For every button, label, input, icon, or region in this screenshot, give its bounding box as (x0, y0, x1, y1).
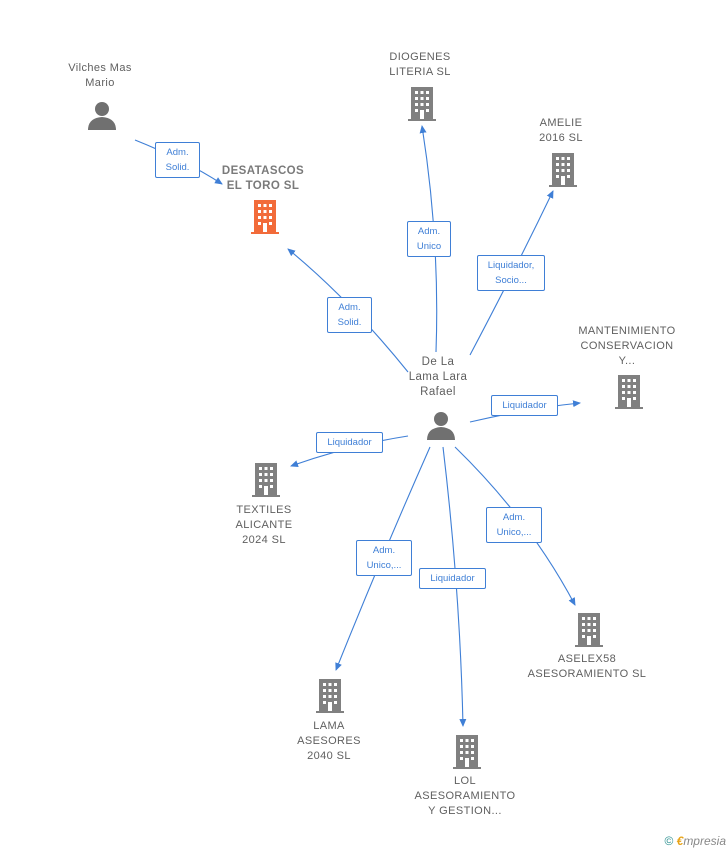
node-label-aselex[interactable]: ASELEX58 ASESORAMIENTO SL (517, 652, 657, 682)
edge-label-delalama-aselex[interactable]: Adm. Unico,... (486, 507, 542, 543)
edge-label-line: Liquidador, (487, 260, 535, 271)
building-icon[interactable] (451, 734, 483, 770)
node-label-line: 2016 SL (539, 132, 583, 144)
node-label-line: LITERIA SL (389, 66, 451, 78)
edge-label-line: Adm. (166, 147, 189, 158)
node-label-line: Rafael (420, 386, 456, 398)
node-label-lama[interactable]: LAMA ASESORES 2040 SL (284, 719, 374, 764)
node-label-line: ASESORAMIENTO (414, 790, 516, 802)
node-label-diogenes[interactable]: DIOGENES LITERIA SL (370, 50, 470, 80)
node-label-line: CONSERVACION (580, 340, 674, 352)
brand-name: mpresia (683, 834, 726, 848)
node-label-line: MANTENIMIENTO (578, 325, 676, 337)
node-label-line: LAMA (313, 720, 345, 732)
node-label-line: De La (421, 356, 455, 368)
edge-label-line: Liquidador (327, 437, 372, 448)
edge-label-line: Solid. (165, 162, 190, 173)
edge-label-delalama-diogenes[interactable]: Adm. Unico (407, 221, 451, 257)
edge-label-delalama-lama[interactable]: Adm. Unico,... (356, 540, 412, 576)
node-label-line: AMELIE (539, 117, 583, 129)
node-label-line: EL TORO SL (226, 180, 300, 192)
edge-label-delalama-desatascos[interactable]: Adm. Solid. (327, 297, 372, 333)
edge-label-line: Liquidador (430, 573, 475, 584)
node-label-line: DIOGENES (389, 51, 451, 63)
node-label-line: ASELEX58 (557, 653, 617, 665)
edge-label-line: Adm. (338, 302, 361, 313)
edge-label-line: Liquidador (502, 400, 547, 411)
edge-label-line: Unico,... (496, 527, 532, 538)
building-icon[interactable] (250, 462, 282, 498)
edge-label-line: Adm. (502, 512, 526, 523)
building-icon-highlight[interactable] (249, 199, 281, 235)
edge-label-line: Adm. (417, 226, 441, 237)
empresia-watermark: © €mpresia (664, 834, 726, 848)
node-label-line: 2040 SL (307, 750, 351, 762)
person-icon[interactable] (427, 412, 455, 440)
node-label-line: 2024 SL (242, 534, 286, 546)
copyright-symbol: © (664, 834, 674, 848)
node-label-textiles[interactable]: TEXTILES ALICANTE 2024 SL (219, 503, 309, 548)
edge-label-delalama-amelie[interactable]: Liquidador, Socio... (477, 255, 545, 291)
node-label-line: ALICANTE (235, 519, 293, 531)
building-icon[interactable] (573, 612, 605, 648)
node-label-line: Mario (85, 77, 115, 89)
node-label-desatascos[interactable]: DESATASCOS EL TORO SL (203, 164, 323, 194)
node-label-line: Vilches Mas (68, 62, 132, 74)
node-label-line: ASESORES (297, 735, 361, 747)
node-label-line: Y... (618, 355, 636, 367)
node-label-line: TEXTILES (236, 504, 292, 516)
node-label-line: LOL (454, 775, 476, 787)
person-icon[interactable] (88, 102, 116, 130)
node-label-line: Lama Lara (408, 371, 468, 383)
building-icon[interactable] (314, 678, 346, 714)
building-icon[interactable] (406, 86, 438, 122)
building-icon[interactable] (547, 152, 579, 188)
edge-label-line: Unico,... (366, 560, 402, 571)
node-label-delalama[interactable]: De La Lama Lara Rafael (393, 355, 483, 400)
building-icon[interactable] (613, 374, 645, 410)
edge-label-line: Socio... (495, 275, 527, 286)
node-label-mantenimiento[interactable]: MANTENIMIENTO CONSERVACION Y... (567, 324, 687, 369)
node-label-lol[interactable]: LOL ASESORAMIENTO Y GESTION... (405, 774, 525, 819)
edge-label-delalama-lol[interactable]: Liquidador (419, 568, 486, 589)
edge-label-line: Unico (416, 241, 442, 252)
node-label-vilches[interactable]: Vilches Mas Mario (50, 61, 150, 91)
edge-label-delalama-mantenimiento[interactable]: Liquidador (491, 395, 558, 416)
edge-label-delalama-textiles[interactable]: Liquidador (316, 432, 383, 453)
node-label-line: ASESORAMIENTO SL (527, 668, 647, 680)
node-label-amelie[interactable]: AMELIE 2016 SL (521, 116, 601, 146)
brand-initial: € (676, 834, 684, 848)
edge-label-line: Solid. (337, 317, 362, 328)
node-label-line: DESATASCOS (221, 165, 305, 177)
node-label-line: Y GESTION... (428, 805, 502, 817)
edge-label-vilches-desatascos[interactable]: Adm. Solid. (155, 142, 200, 178)
edge-label-line: Adm. (372, 545, 396, 556)
